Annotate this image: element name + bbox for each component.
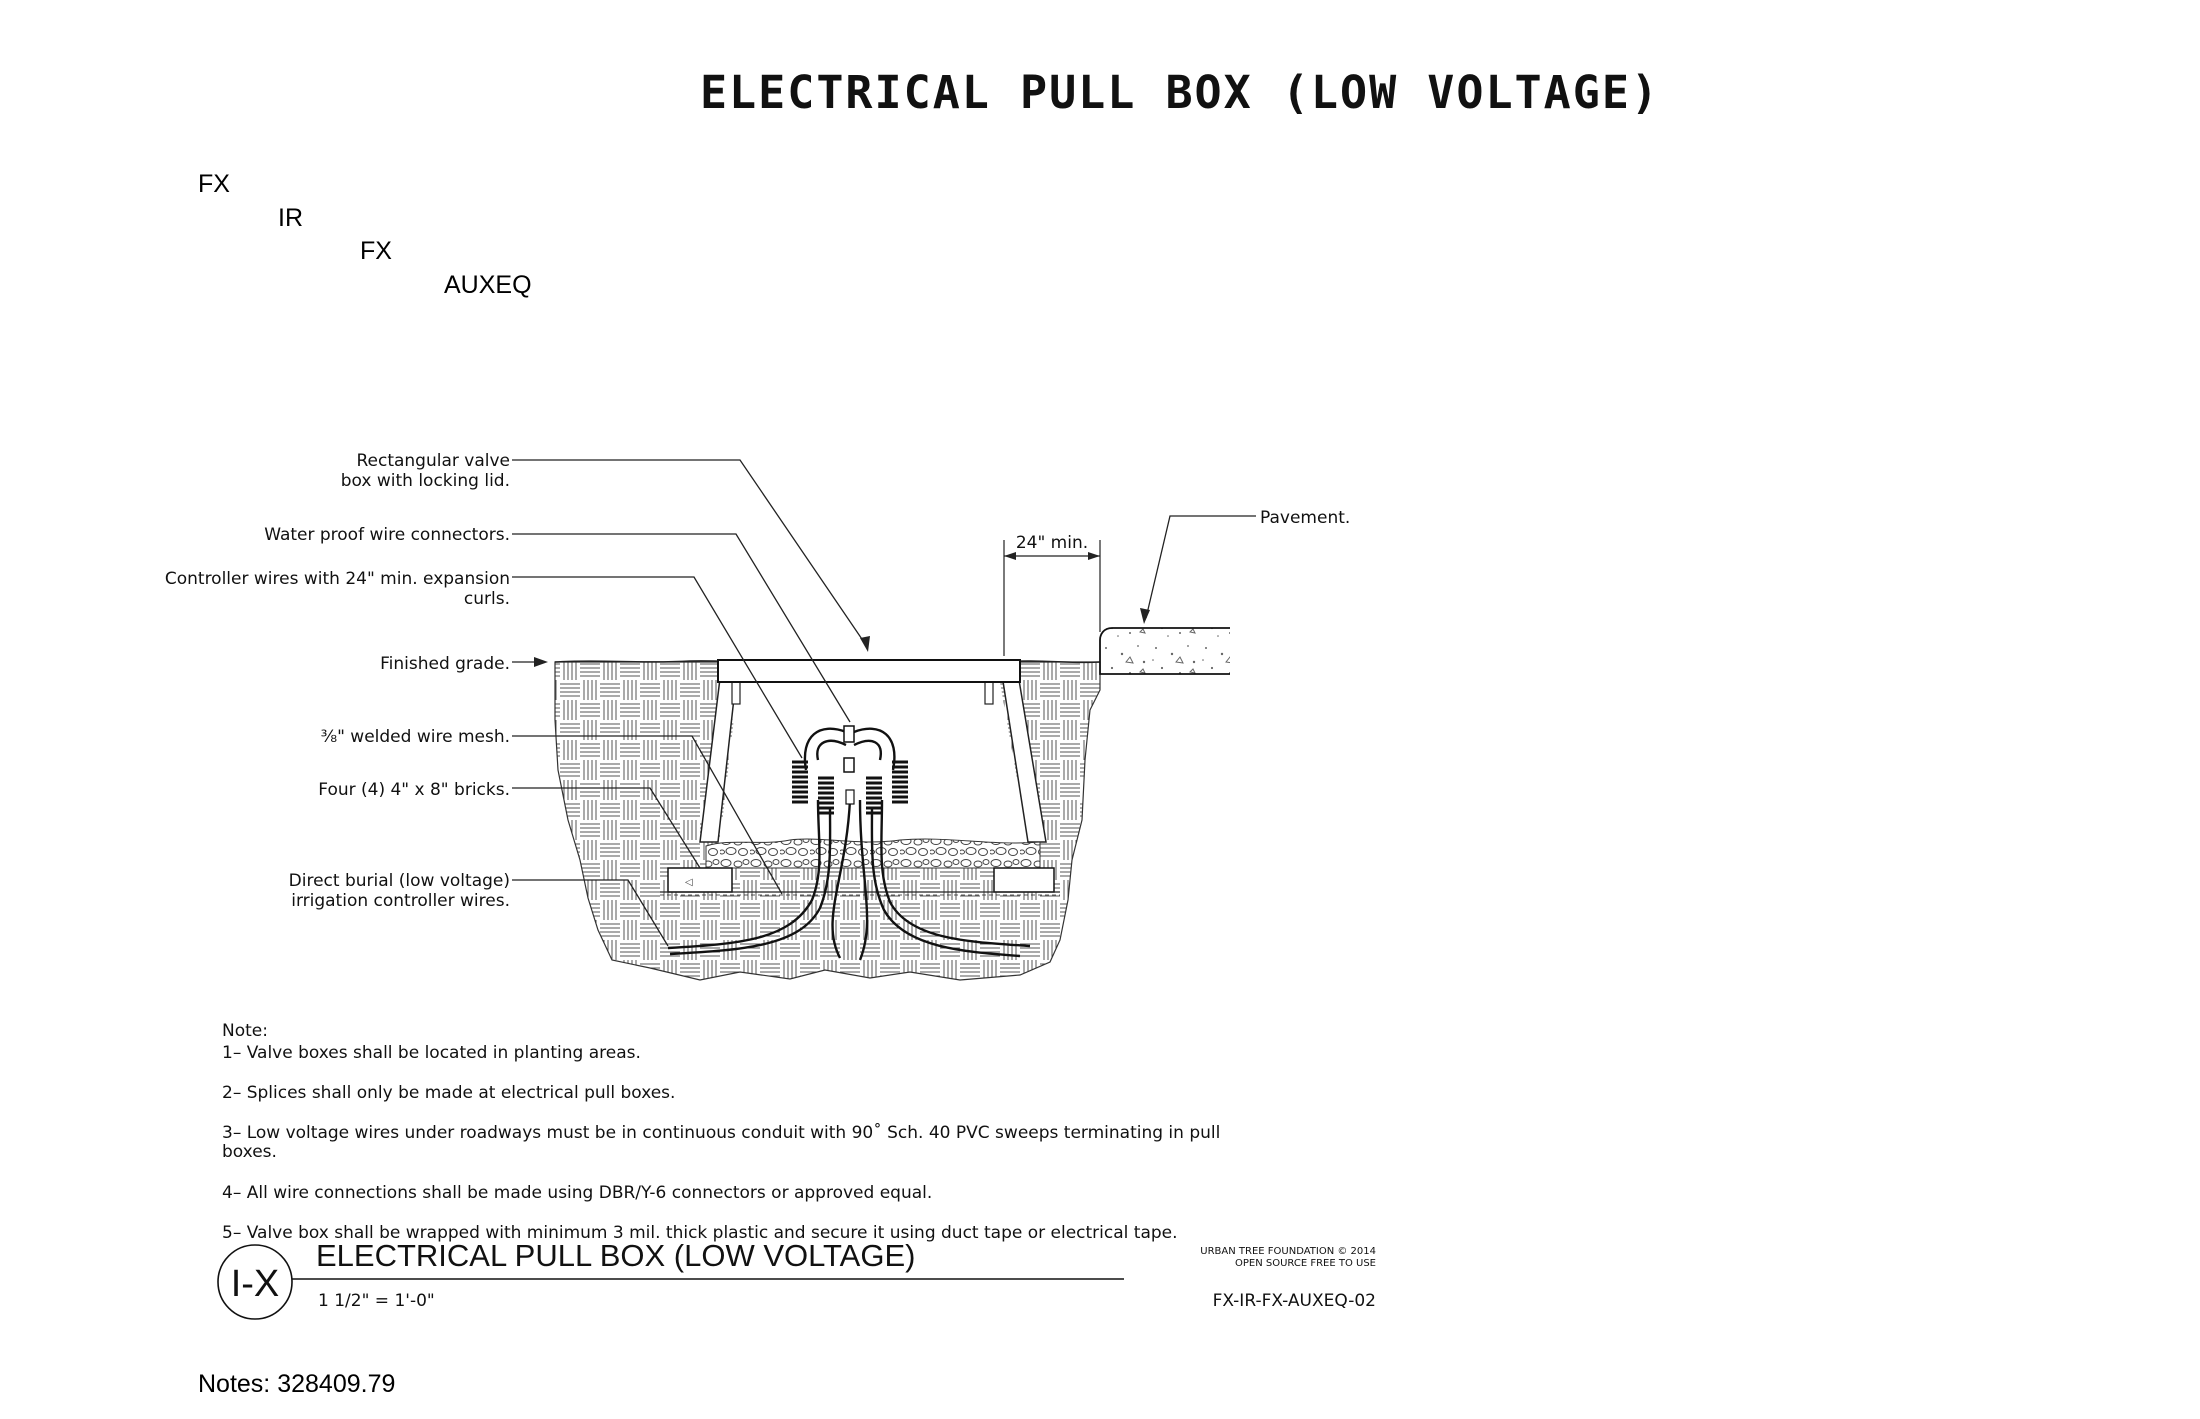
detail-scale: 1 1/2" = 1'-0" [318,1291,435,1311]
code-part-4: AUXEQ [444,271,532,299]
callout-direct-burial-line2: irrigation controller wires. [291,891,510,911]
callout-controller-wires-line2: curls. [464,589,510,609]
lid-lug-left [731,681,741,705]
code-part-3: FX [360,237,392,265]
brick-left [667,867,733,893]
lid-lug-right [984,681,994,705]
sheet-title: ELECTRICAL PULL BOX (LOW VOLTAGE) [700,66,1660,119]
pavement-slab [1104,628,1230,674]
callout-direct-burial-line1: Direct burial (low voltage) [289,871,510,891]
detail-id: I-X [231,1263,280,1305]
title-block: I-X ELECTRICAL PULL BOX (LOW VOLTAGE) 1 … [217,1238,1376,1320]
code-part-2: IR [278,204,303,232]
valve-box-lid [717,659,1021,683]
detail-title: ELECTRICAL PULL BOX (LOW VOLTAGE) [316,1238,915,1273]
notes-heading: Note: [222,1021,268,1041]
callout-controller-wires-line1: Controller wires with 24" min. expansion [165,569,510,589]
callout-pavement: Pavement. [1260,508,1350,528]
controller-wires [667,727,1031,961]
note-3-continued: boxes. [222,1142,277,1162]
code-breakdown: FX IR FX AUXEQ [198,170,532,299]
detail-bubble [217,1244,293,1320]
svg-text:◁: ◁ [685,877,693,888]
note-5: 5– Valve box shall be wrapped with minim… [222,1223,1178,1243]
note-1: 1– Valve boxes shall be located in plant… [222,1043,641,1063]
callout-bricks: Four (4) 4" x 8" bricks. [318,780,510,800]
note-2: 2– Splices shall only be made at electri… [222,1083,675,1103]
callout-valve-box-line1: Rectangular valve [356,451,510,471]
credit-line-1: URBAN TREE FOUNDATION © 2014 [1200,1246,1376,1257]
code-part-1: FX [198,170,230,198]
wire-connector-top [843,725,855,743]
footer-notes: Notes: 328409.79 [198,1370,395,1398]
note-4: 4– All wire connections shall be made us… [222,1183,932,1203]
callout-finished-grade: Finished grade. [380,654,510,674]
expansion-curls [792,760,908,815]
wire-connector-mid [843,757,855,773]
notes-block: Note: 1– Valve boxes shall be located in… [222,1021,1220,1243]
callout-valve-box-line2: box with locking lid. [341,471,510,491]
box-cavity [720,682,1028,842]
note-3: 3– Low voltage wires under roadways must… [222,1122,1220,1143]
drawing-code: FX-IR-FX-AUXEQ-02 [1213,1291,1376,1311]
callout-connectors: Water proof wire connectors. [264,525,510,545]
credit-line-2: OPEN SOURCE FREE TO USE [1235,1258,1376,1269]
brick-right [993,867,1055,893]
dimension-label: 24" min. [1016,533,1088,553]
callout-wire-mesh: ⅜" welded wire mesh. [321,727,510,747]
pull-box-section-detail: ◁ [165,451,1350,981]
leader-lines [512,459,1256,947]
